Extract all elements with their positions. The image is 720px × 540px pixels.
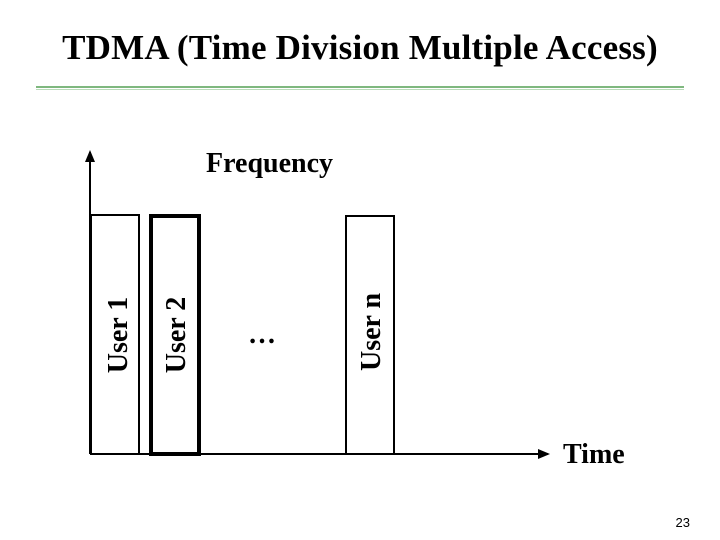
time-slot-user-2 [149,214,201,456]
time-slot-user-1 [90,214,140,455]
time-slot-label-user-2: User 2 [161,297,192,373]
more-slots-ellipsis: … [248,319,276,350]
page-number: 23 [675,515,690,530]
time-axis-label: Time [563,439,625,470]
title-underline-light [36,89,684,90]
time-slot-label-user-n: User n [356,293,387,371]
time-slot-user-n [345,215,395,455]
time-slot-label-user-1: User 1 [103,297,134,373]
title-underline [36,86,684,88]
frequency-axis-label: Frequency [206,148,333,179]
slide-title: TDMA (Time Division Multiple Access) [62,28,658,67]
